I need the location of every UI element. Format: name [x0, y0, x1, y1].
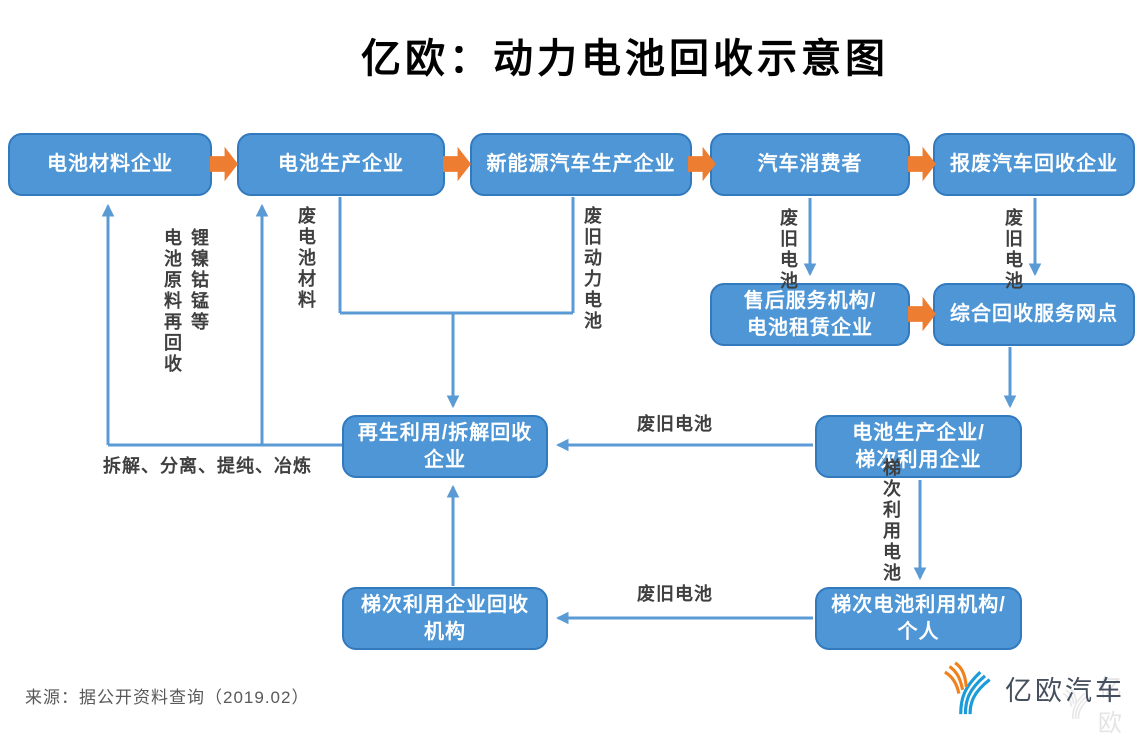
node-echelon-user: 梯次电池利用机构/ 个人 — [815, 587, 1022, 650]
edge-label-waste-battery: 废旧电池 — [637, 584, 713, 604]
source-note: 来源：据公开资料查询（2019.02） — [25, 688, 310, 707]
node-echelon-recycler-org: 梯次利用企业回收 机构 — [342, 587, 548, 650]
node-car-consumer: 汽车消费者 — [710, 133, 910, 196]
edge-label-process-steps: 拆解、分离、提纯、冶炼 — [103, 456, 312, 476]
node-label: 电池材料企业 — [47, 153, 173, 175]
node-regeneration-dismantle: 再生利用/拆解回收 企业 — [342, 415, 548, 478]
edge-label-waste-power-battery: 废旧动力电池 — [582, 206, 602, 332]
node-label: 电池生产企业/ 梯次利用企业 — [852, 421, 985, 471]
edge-label-waste-battery-material: 废电池材料 — [296, 206, 316, 311]
node-label: 再生利用/拆解回收 企业 — [357, 421, 533, 471]
eo-logo-icon-ghost — [1062, 686, 1091, 719]
node-label: 报废汽车回收企业 — [950, 153, 1118, 175]
node-label: 新能源汽车生产企业 — [486, 153, 676, 175]
node-scrap-car-recycler: 报废汽车回收企业 — [933, 133, 1135, 196]
node-label: 综合回收服务网点 — [950, 303, 1118, 325]
node-after-sales-service: 售后服务机构/ 电池租赁企业 — [710, 283, 910, 346]
node-nev-producer: 新能源汽车生产企业 — [470, 133, 692, 196]
node-label: 售后服务机构/ 电池租赁企业 — [743, 289, 877, 339]
edge-label-line: 电池原料再回收 — [162, 228, 182, 375]
node-battery-material: 电池材料企业 — [8, 133, 212, 196]
node-label: 电池生产企业 — [278, 153, 404, 175]
edge-label-waste-battery: 废旧电池 — [778, 208, 798, 292]
node-battery-producer: 电池生产企业 — [237, 133, 445, 196]
node-producer-echelon: 电池生产企业/ 梯次利用企业 — [815, 415, 1022, 478]
eo-logo-icon — [944, 661, 991, 715]
logo-text: 亿欧汽车 — [1005, 675, 1125, 706]
node-label: 梯次电池利用机构/ 个人 — [831, 593, 1006, 643]
eo-auto-logo: 亿欧汽车 — [943, 660, 1125, 716]
edge-label-waste-battery: 废旧电池 — [637, 414, 713, 434]
edge-label-raw-materials-recycled: 锂镍钴锰等电池原料再回收 — [158, 228, 212, 375]
node-label: 汽车消费者 — [757, 153, 863, 175]
edge-label-waste-battery: 废旧电池 — [1003, 208, 1023, 292]
node-label: 梯次利用企业回收 机构 — [361, 593, 529, 643]
edge-label-echelon-use-battery: 梯次利用电池 — [881, 458, 901, 584]
page-title: 亿欧：动力电池回收示意图 — [361, 37, 889, 81]
node-recycle-service-network: 综合回收服务网点 — [933, 283, 1135, 346]
edge-label-line: 锂镍钴锰等 — [189, 228, 209, 333]
